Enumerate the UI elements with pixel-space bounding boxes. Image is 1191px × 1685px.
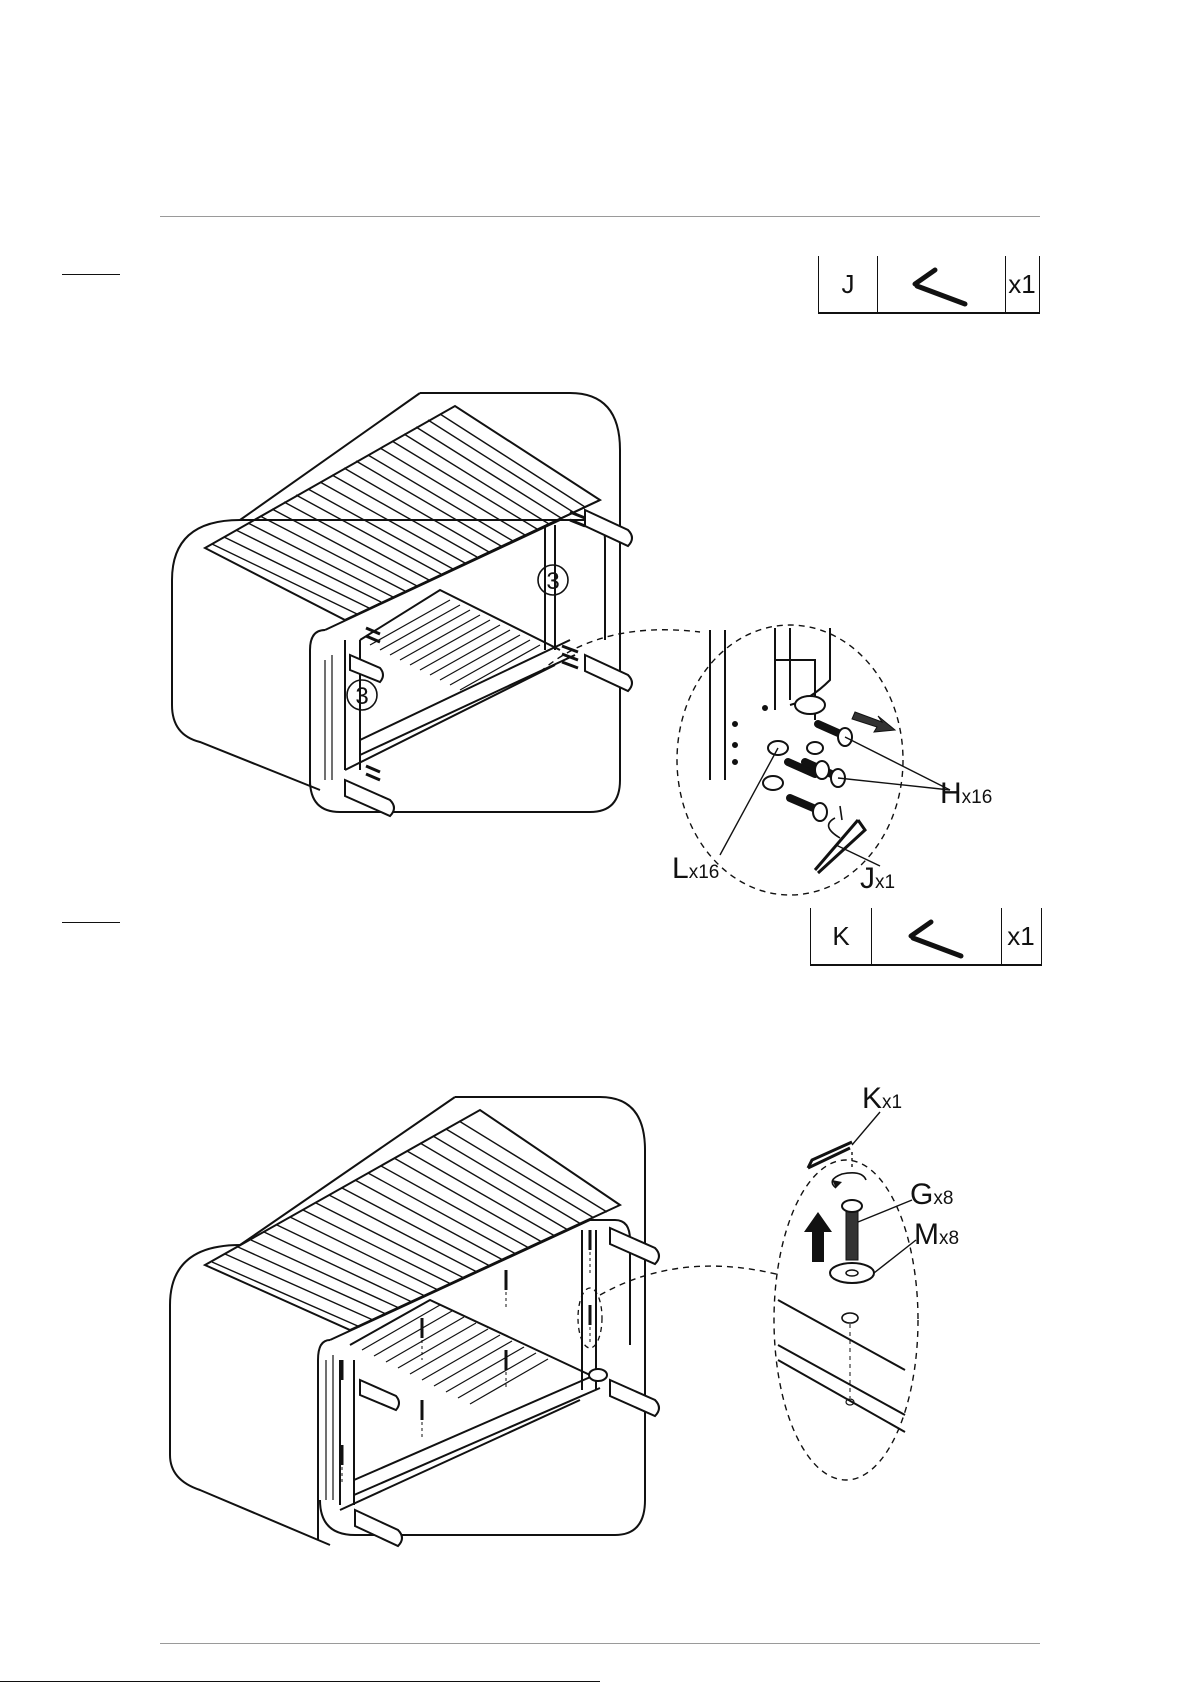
part-label-k: Kx1 (862, 1082, 902, 1115)
footer-rule (160, 1643, 1040, 1644)
part-label-g: Gx8 (910, 1178, 953, 1211)
footer-underline (0, 1681, 600, 1682)
part-label-m: Mx8 (914, 1218, 959, 1251)
